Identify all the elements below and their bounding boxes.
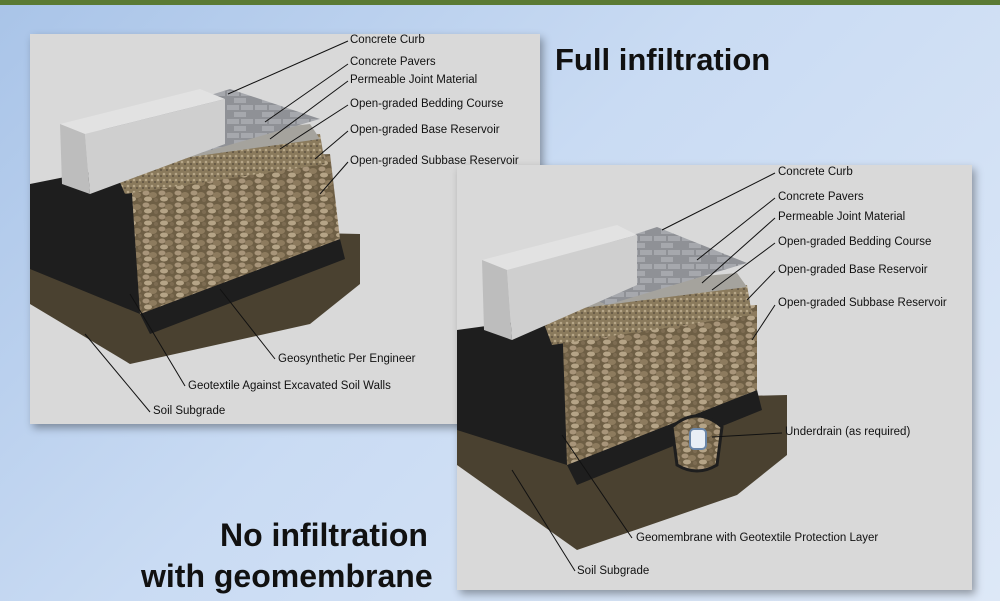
label-concrete-pavers: Concrete Pavers	[778, 191, 864, 203]
label-concrete-curb: Concrete Curb	[778, 166, 853, 178]
label-subbase-reservoir: Open-graded Subbase Reservoir	[778, 297, 947, 309]
heading-with-geomembrane: with geomembrane	[141, 558, 433, 594]
label-concrete-curb: Concrete Curb	[350, 34, 425, 46]
label-soil-subgrade: Soil Subgrade	[153, 405, 226, 417]
label-bedding-course: Open-graded Bedding Course	[778, 236, 932, 248]
label-permeable-joint: Permeable Joint Material	[778, 211, 906, 223]
subbase-reservoir-aggregate	[562, 305, 757, 465]
underdrain-pipe	[689, 428, 707, 450]
curb-side	[507, 235, 637, 340]
subbase-reservoir-aggregate	[130, 154, 340, 314]
label-geomembrane: Geomembrane with Geotextile Protection L…	[636, 532, 879, 544]
curb-face	[60, 124, 90, 194]
label-soil-subgrade: Soil Subgrade	[577, 565, 650, 577]
top-accent-bar	[0, 0, 1000, 5]
geomembrane-bottom	[567, 390, 762, 485]
label-base-reservoir: Open-graded Base Reservoir	[778, 264, 928, 276]
curb-face	[482, 260, 512, 340]
label-geotextile-walls: Geotextile Against Excavated Soil Walls	[188, 380, 391, 392]
geomembrane-wall	[457, 315, 567, 465]
label-subbase-reservoir: Open-graded Subbase Reservoir	[350, 155, 519, 167]
full-infiltration-cross-section	[30, 40, 360, 413]
base-reservoir-aggregate	[110, 134, 325, 194]
heading-full-infiltration: Full infiltration	[555, 42, 771, 77]
curb-side	[85, 99, 225, 194]
geosynthetic-layer	[140, 239, 345, 334]
label-base-reservoir: Open-graded Base Reservoir	[350, 124, 500, 136]
label-concrete-pavers: Concrete Pavers	[350, 56, 436, 68]
leader-lines	[511, 172, 783, 572]
geotextile-wall	[30, 164, 150, 314]
label-geosynthetic: Geosynthetic Per Engineer	[278, 353, 416, 365]
label-bedding-course: Open-graded Bedding Course	[350, 98, 504, 110]
curb-top	[60, 89, 225, 134]
label-underdrain: Underdrain (as required)	[785, 426, 911, 438]
heading-no-infiltration: No infiltration	[220, 517, 428, 553]
label-permeable-joint: Permeable Joint Material	[350, 74, 478, 86]
leader-lines	[84, 40, 349, 413]
no-infiltration-cross-section	[457, 172, 787, 572]
full-infiltration-diagram: Concrete Curb Concrete Pavers Permeable …	[30, 34, 540, 424]
curb-top	[482, 225, 637, 270]
no-infiltration-diagram: Concrete Curb Concrete Pavers Permeable …	[457, 165, 972, 590]
